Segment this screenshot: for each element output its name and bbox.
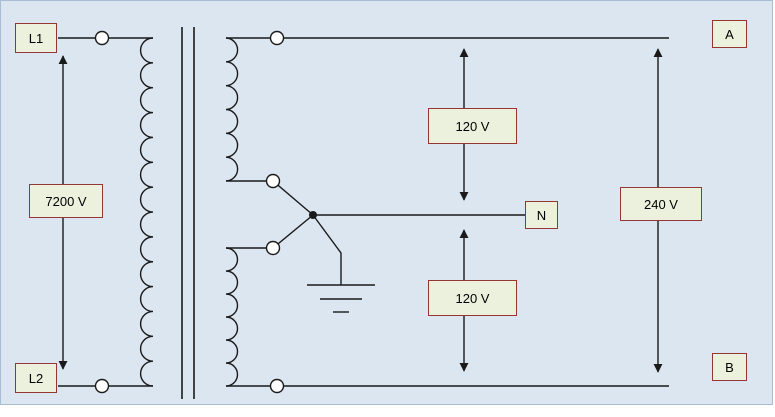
- upper-120v-label: 120 V: [428, 108, 517, 144]
- neutral-junction-dot: [309, 211, 317, 219]
- terminal-label-l2: L2: [15, 363, 57, 393]
- secondary-winding-lower: [225, 247, 239, 387]
- secondary-winding-upper: [225, 37, 239, 182]
- ground-icon: [307, 284, 375, 313]
- transformer-diagram: L1 L2 7200 V 120 V 120 V 240 V N A B: [0, 0, 773, 405]
- secondary-bottom-terminal: [269, 378, 285, 394]
- primary-top-terminal: [94, 30, 110, 46]
- primary-bottom-terminal: [94, 378, 110, 394]
- primary-winding: [139, 37, 154, 387]
- center-tap-upper-terminal: [265, 173, 281, 189]
- ground-stem: [312, 214, 342, 285]
- center-tap-lower-terminal: [265, 240, 281, 256]
- lower-120v-label: 120 V: [428, 280, 517, 316]
- secondary-top-terminal: [269, 30, 285, 46]
- phase-a-label: A: [712, 20, 747, 48]
- terminal-label-l1: L1: [15, 23, 57, 53]
- primary-voltage-label: 7200 V: [29, 184, 103, 218]
- phase-b-label: B: [712, 353, 747, 381]
- 240v-label: 240 V: [620, 187, 702, 221]
- neutral-label: N: [525, 201, 558, 229]
